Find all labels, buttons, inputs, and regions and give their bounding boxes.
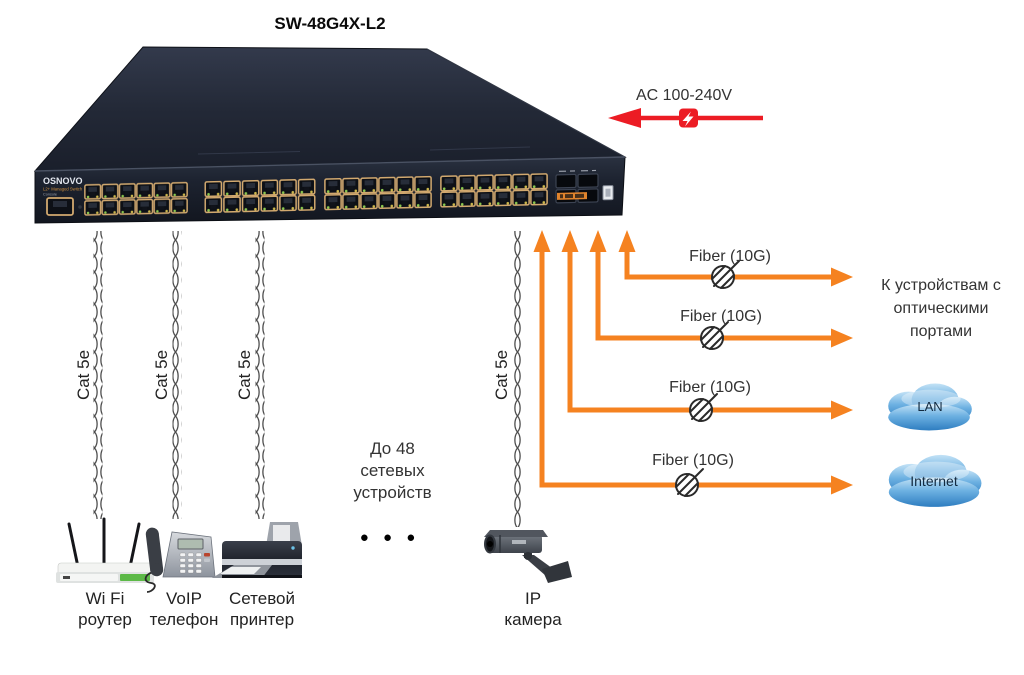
uplink-arrow-2 [589, 230, 853, 348]
fiber-label-4: Fiber (10G) [652, 452, 734, 469]
uplink-arrow-1 [618, 230, 853, 287]
fiber-label-3: Fiber (10G) [669, 379, 751, 396]
switch-console-label: Console [43, 193, 57, 197]
lan-cloud-label: LAN [917, 399, 943, 414]
twisted-pair-cables [93, 231, 523, 527]
cable-label-router: Cat 5e [74, 349, 93, 401]
device-label-printer: Сетевой принтер [228, 589, 295, 629]
switch-brand: OSNOVO [43, 176, 83, 186]
network-printer-illustration [212, 522, 302, 578]
cable-router [93, 231, 103, 519]
ellipsis-dots: ● ● ● [359, 529, 421, 546]
voip-phone-illustration [144, 527, 216, 593]
capacity-note: До 48 сетевых устройств [353, 439, 432, 502]
device-label-camera: IP камера [504, 589, 562, 629]
cable-phone [172, 231, 182, 519]
diagram-title: SW-48G4X-L2 [274, 14, 386, 33]
power-arrow [608, 108, 763, 128]
ip-camera-illustration [484, 530, 572, 583]
fiber-uplinks [533, 230, 853, 495]
uplink-arrow-3 [561, 230, 853, 420]
fiber-label-2: Fiber (10G) [680, 308, 762, 325]
device-label-router: Wi Fi роутер [78, 589, 132, 629]
uplink-arrow-4 [533, 230, 853, 495]
sfp-ports [555, 169, 599, 204]
wifi-router-illustration [56, 517, 154, 583]
device-label-phone: VoIP телефон [149, 589, 219, 629]
cable-label-printer: Cat 5e [235, 349, 254, 401]
usb-port [602, 185, 614, 201]
ethernet-port-banks [84, 173, 548, 217]
lightning-bolt-icon [679, 108, 698, 128]
internet-cloud-label: Internet [910, 473, 958, 489]
switch-illustration: OSNOVO L2+ Managed Switch Console [33, 46, 627, 224]
power-label: AC 100-240V [635, 87, 733, 104]
cable-label-camera: Cat 5e [492, 349, 511, 401]
cable-printer [255, 231, 265, 519]
cable-camera [513, 231, 523, 527]
optical-destination-text: К устройствам с оптическими портами [881, 277, 1001, 340]
fiber-label-1: Fiber (10G) [689, 248, 771, 265]
console-port [46, 197, 82, 216]
switch-model-note: L2+ Managed Switch [43, 187, 83, 192]
cable-label-phone: Cat 5e [152, 349, 171, 401]
